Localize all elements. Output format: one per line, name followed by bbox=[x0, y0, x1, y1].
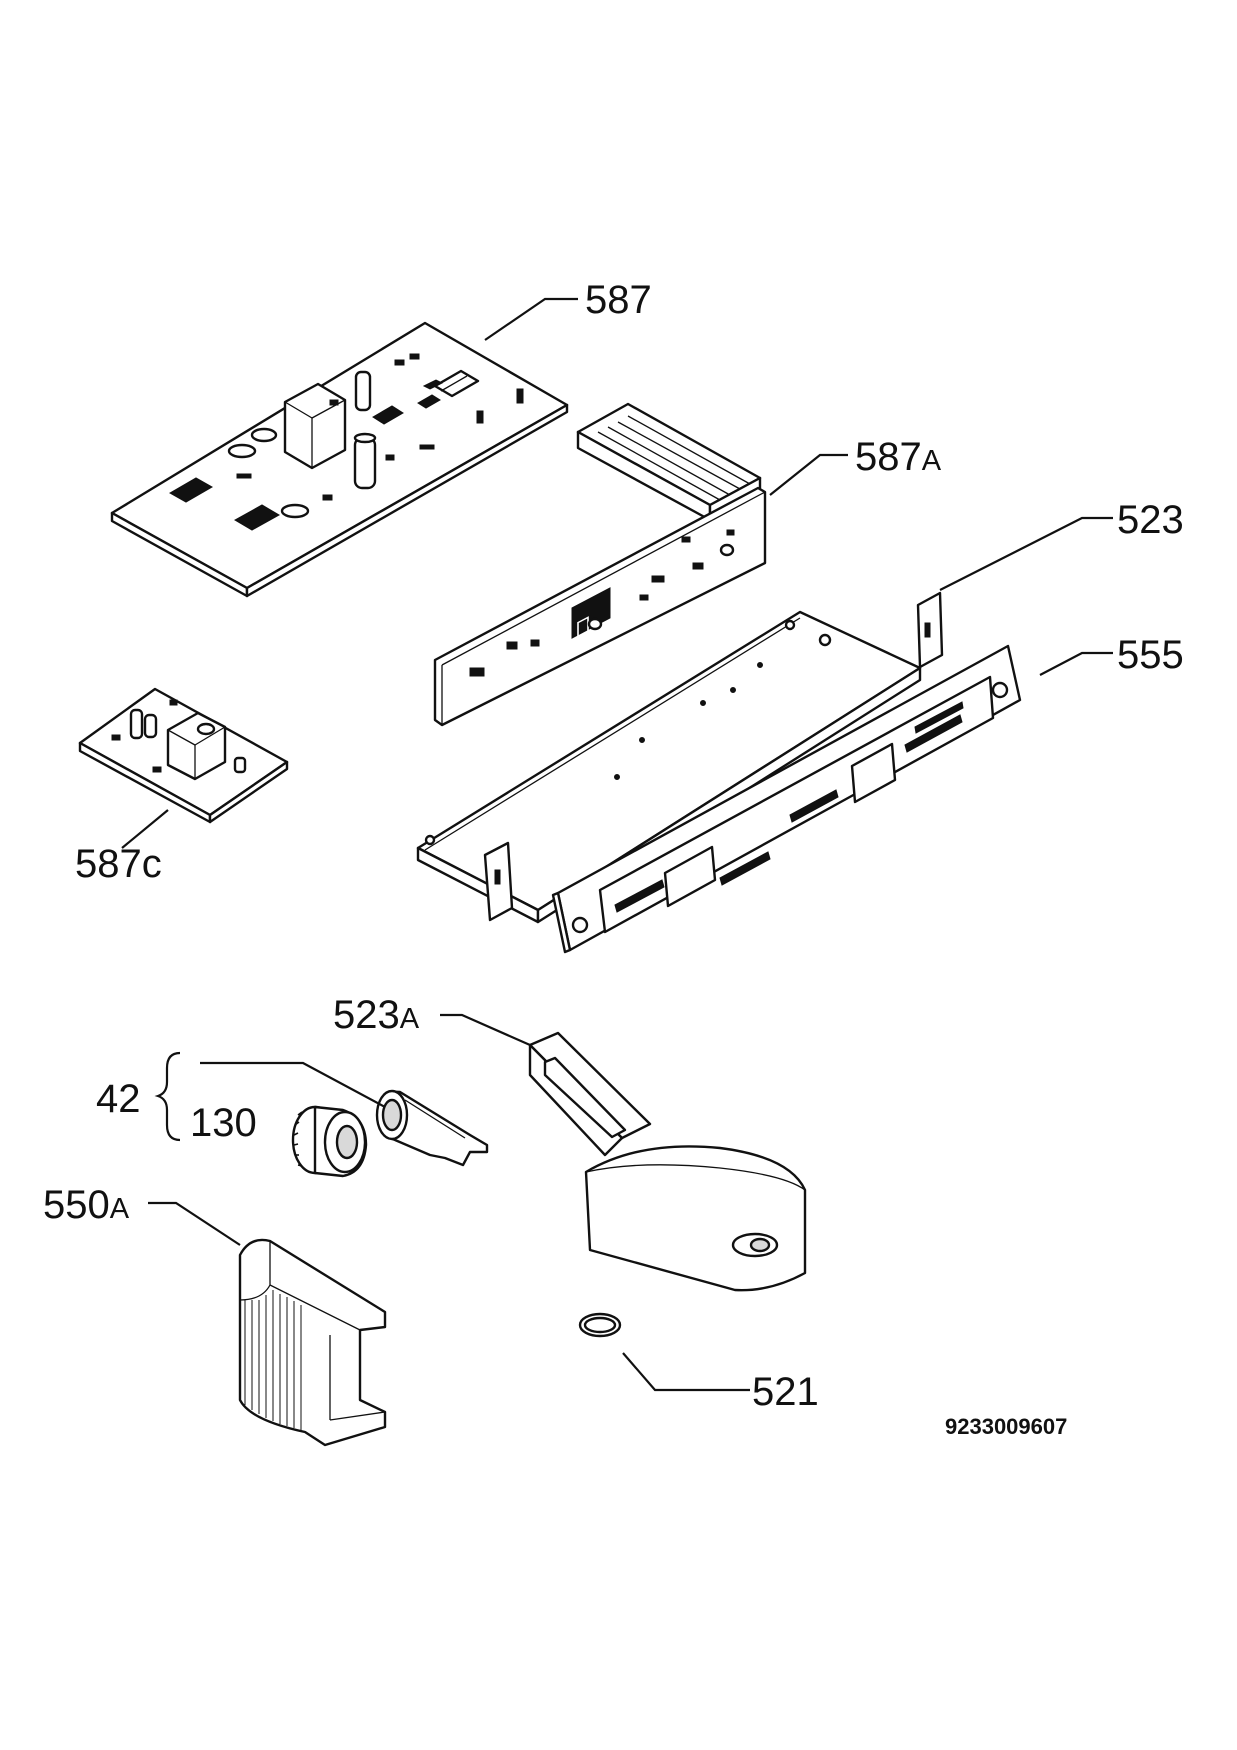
document-number: 9233009607 bbox=[945, 1414, 1067, 1439]
label-523A: 523A bbox=[333, 993, 420, 1037]
label-555: 555 bbox=[1117, 633, 1184, 677]
label-130: 130 bbox=[190, 1101, 257, 1145]
part-555-front-panel bbox=[551, 644, 1022, 954]
group-42-brace bbox=[154, 1051, 181, 1142]
part-521-o-ring bbox=[578, 1312, 622, 1338]
label-42: 42 bbox=[96, 1077, 141, 1121]
part-587c-small-board bbox=[78, 687, 289, 824]
label-587A: 587A bbox=[855, 435, 942, 479]
part-42-knob-assembly bbox=[291, 1089, 489, 1178]
leader-lines bbox=[121, 297, 1113, 1392]
part-587A-display-board bbox=[433, 402, 767, 727]
part-550A-end-cap bbox=[238, 1238, 387, 1447]
part-587-circuit-board bbox=[110, 321, 569, 598]
label-521: 521 bbox=[752, 1370, 819, 1414]
label-550A: 550A bbox=[43, 1183, 130, 1227]
label-523: 523 bbox=[1117, 498, 1184, 542]
part-523A-handle-housing bbox=[528, 1031, 807, 1292]
label-587c: 587c bbox=[75, 842, 162, 886]
label-587: 587 bbox=[585, 278, 652, 322]
